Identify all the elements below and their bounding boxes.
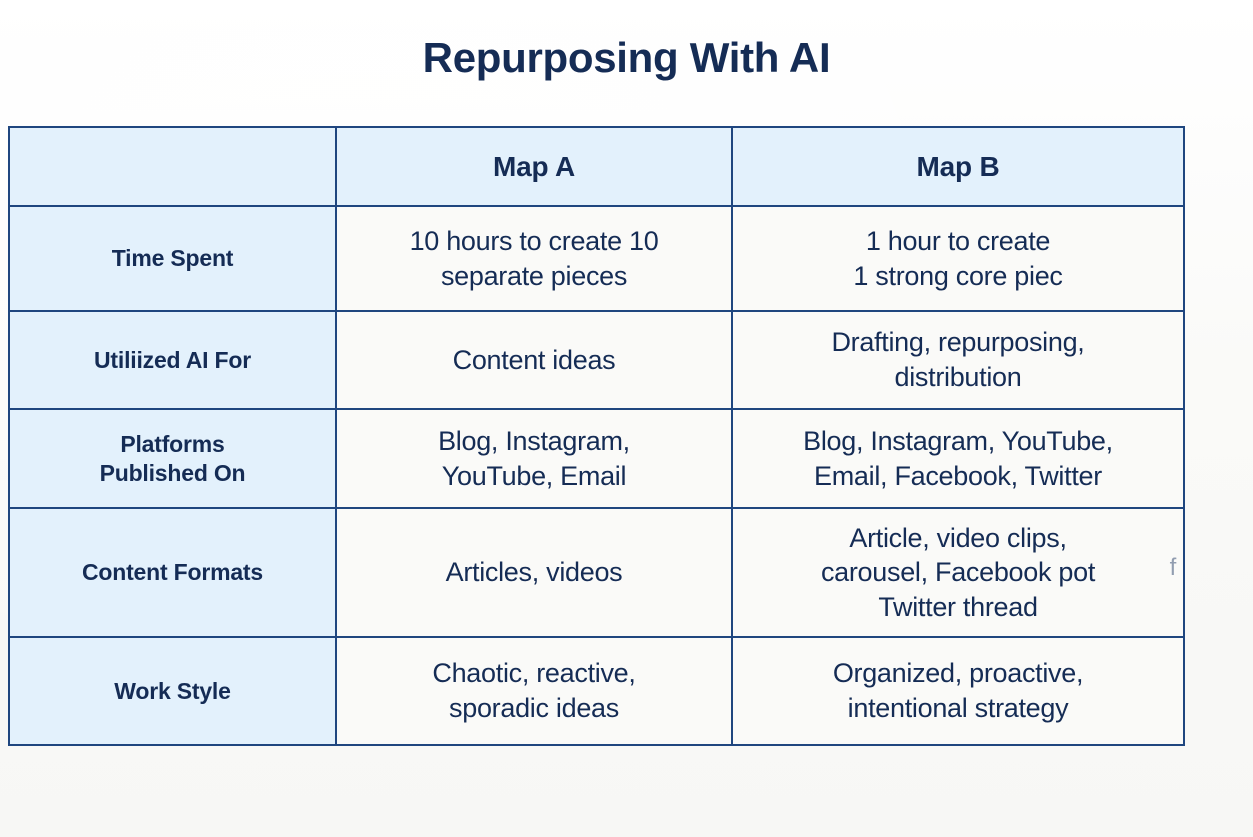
row-header-utilized-ai-for: Utiliized AI For xyxy=(8,310,337,410)
cell-line: Content ideas xyxy=(452,344,616,375)
cell-line: 1 hour to create xyxy=(865,225,1051,256)
table-header-row: Map A Map B xyxy=(8,126,1185,207)
row-header-line: Content Formats xyxy=(81,559,263,586)
cell-line: YouTube, Email xyxy=(441,460,627,491)
cell-line: Organized, proactive, xyxy=(832,658,1084,689)
row-header-line: Platforms xyxy=(120,430,225,457)
table-row: Time Spent 10 hours to create 10 separat… xyxy=(8,205,1185,312)
row-header-line: Utiliized AI For xyxy=(94,346,251,373)
row-header-line: Work Style xyxy=(114,677,231,704)
cell-line: Drafting, repurposing, xyxy=(831,327,1085,358)
cell-line: intentional strategy xyxy=(847,693,1069,723)
cell-line: Twitter thread xyxy=(878,591,1038,622)
table-row: Utiliized AI For Content ideas Drafting,… xyxy=(8,310,1185,410)
comparison-table: Map A Map B Time Spent 10 hours to creat… xyxy=(8,126,1185,746)
row-header-time-spent: Time Spent xyxy=(8,205,337,312)
cell-map-b-platforms-published-on: Blog, Instagram, YouTube, Email, Faceboo… xyxy=(731,408,1185,509)
cell-line: separate pieces xyxy=(440,260,628,291)
cell-line: Blog, Instagram, YouTube, xyxy=(803,425,1113,456)
cell-map-a-time-spent: 10 hours to create 10 separate pieces xyxy=(335,205,733,312)
row-header-content-formats: Content Formats xyxy=(8,507,337,638)
cell-map-a-content-formats: Articles, videos xyxy=(335,507,733,638)
cell-map-b-utilized-ai-for: Drafting, repurposing, distribution xyxy=(731,310,1185,410)
row-header-platforms-published-on: Platforms Published On xyxy=(8,408,337,509)
row-header-work-style: Work Style xyxy=(8,636,337,746)
cell-map-b-work-style: Organized, proactive, intentional strate… xyxy=(731,636,1185,746)
table-row: Work Style Chaotic, reactive, sporadic i… xyxy=(8,636,1185,746)
table-row: Content Formats Articles, videos Article… xyxy=(8,507,1185,638)
cell-map-b-time-spent: 1 hour to create 1 strong core piec xyxy=(731,205,1185,312)
comparison-table-wrapper: Map A Map B Time Spent 10 hours to creat… xyxy=(8,126,1185,746)
cell-line: Chaotic, reactive, xyxy=(432,658,636,689)
cell-line: 10 hours to create 10 xyxy=(409,225,659,256)
row-header-line: Time Spent xyxy=(111,245,234,272)
row-header-line: Published On xyxy=(99,459,246,486)
cell-map-a-work-style: Chaotic, reactive, sporadic ideas xyxy=(335,636,733,746)
cell-map-a-platforms-published-on: Blog, Instagram, YouTube, Email xyxy=(335,408,733,509)
cell-line: carousel, Facebook pot xyxy=(743,553,1176,590)
cell-line: sporadic ideas xyxy=(449,693,619,723)
page-title: Repurposing With AI xyxy=(422,34,831,81)
cell-map-b-content-formats: Article, video clips, carousel, Facebook… xyxy=(731,507,1185,638)
cell-line: distribution xyxy=(894,362,1022,392)
table-row: Platforms Published On Blog, Instagram, … xyxy=(8,408,1185,509)
cell-line: Article, video clips, xyxy=(849,522,1067,553)
column-header-map-b: Map B xyxy=(731,126,1185,207)
cell-line: Articles, videos xyxy=(445,557,623,588)
cell-line: 1 strong core piec xyxy=(853,260,1063,291)
cell-line: Email, Facebook, Twitter xyxy=(814,460,1102,491)
column-header-blank xyxy=(8,126,337,207)
cell-line: Blog, Instagram, xyxy=(438,425,630,456)
cell-map-a-utilized-ai-for: Content ideas xyxy=(335,310,733,410)
column-header-map-a: Map A xyxy=(335,126,733,207)
